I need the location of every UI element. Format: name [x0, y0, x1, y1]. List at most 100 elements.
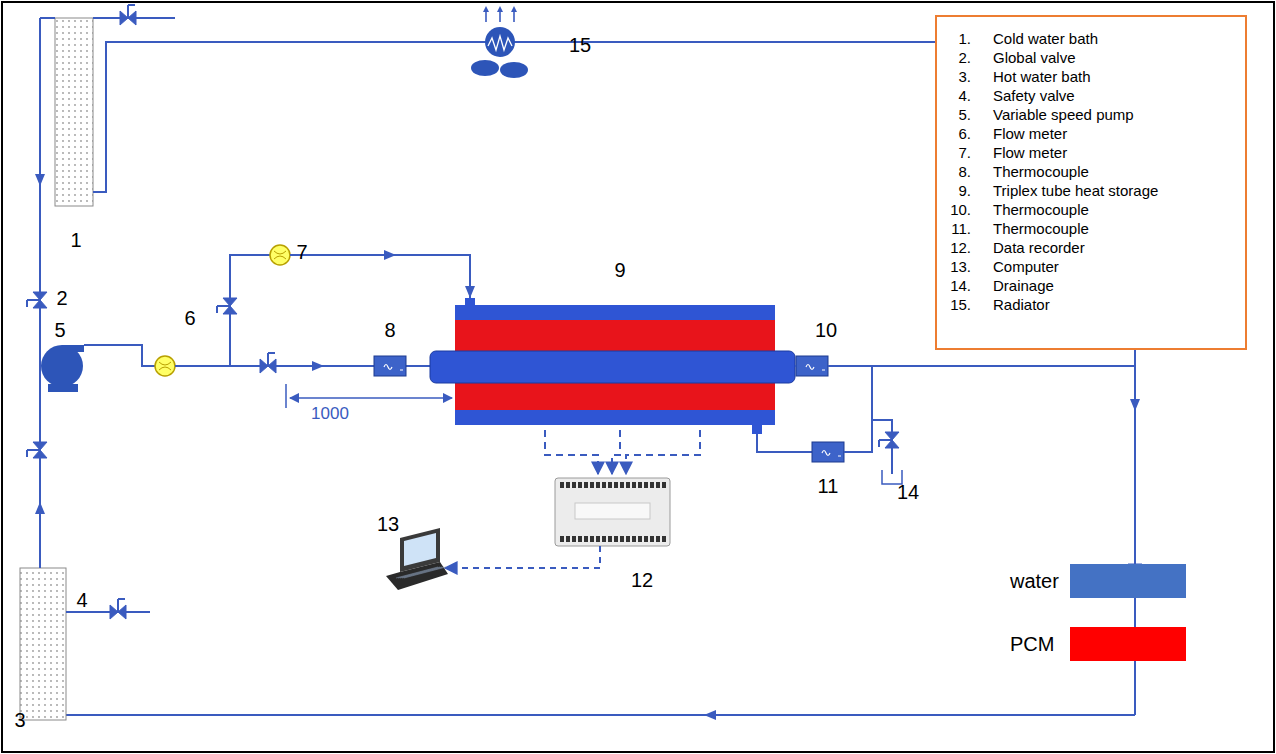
water-bath	[20, 568, 66, 720]
thermocouple-symbol	[796, 356, 828, 376]
dimension: 1000	[311, 403, 349, 425]
callout-number: 4	[76, 589, 87, 611]
key-row: 6.Flow meter	[945, 124, 1237, 143]
key-row: 10.Thermocouple	[945, 200, 1237, 219]
flow-arrow	[704, 710, 716, 720]
radiator-symbol	[471, 6, 528, 78]
key-number: 7.	[945, 143, 993, 162]
key-text: Global valve	[993, 48, 1076, 67]
thermocouple-symbol	[374, 356, 406, 376]
callout-number: 14	[897, 481, 919, 503]
flow-meter-symbol	[155, 356, 175, 376]
flow-arrow	[384, 250, 396, 260]
key-text: Flow meter	[993, 143, 1067, 162]
key-number: 1.	[945, 29, 993, 48]
legend-item: PCM	[1010, 627, 1186, 661]
key-number: 13.	[945, 257, 993, 276]
key-row: 11.Thermocouple	[945, 219, 1237, 238]
sensor-lead	[626, 430, 700, 474]
key-text: Variable speed pump	[993, 105, 1134, 124]
key-text: Drainage	[993, 276, 1054, 295]
sensor-lead	[545, 430, 598, 474]
sensor-lead	[612, 430, 620, 474]
key-number: 8.	[945, 162, 993, 181]
pipe	[230, 255, 270, 366]
key-text: Thermocouple	[993, 219, 1089, 238]
key-number: 9.	[945, 181, 993, 200]
flow-arrow	[1130, 399, 1140, 411]
callout-number: 5	[54, 319, 65, 341]
laptop-symbol	[386, 528, 448, 590]
jacket-outlet-pipe	[757, 434, 812, 452]
triplex-tube	[430, 298, 795, 434]
flow-arrow	[35, 502, 45, 514]
callout-number: 11	[818, 475, 839, 497]
key-row: 14.Drainage	[945, 276, 1237, 295]
return-pipe	[66, 714, 1135, 716]
key-number: 14.	[945, 276, 993, 295]
water-bath	[55, 18, 93, 206]
data-recorder-symbol	[555, 478, 670, 546]
valve-symbol	[120, 5, 136, 25]
key-text: Thermocouple	[993, 162, 1089, 181]
outlet-pipe	[828, 365, 1135, 367]
valve-symbol	[27, 442, 47, 458]
valve-symbol	[260, 353, 276, 373]
pipe	[290, 255, 470, 301]
key-number: 10.	[945, 200, 993, 219]
key-row: 13.Computer	[945, 257, 1237, 276]
dimension-line	[285, 384, 287, 408]
flow-arrow	[35, 174, 45, 186]
key-row: 8.Thermocouple	[945, 162, 1237, 181]
key-row: 2.Global valve	[945, 48, 1237, 67]
pipe	[795, 365, 796, 367]
key-number: 15.	[945, 295, 993, 314]
legend-text: water	[1010, 570, 1070, 593]
thermocouple-symbol	[812, 442, 844, 462]
callout-number: 7	[296, 241, 307, 263]
flow-arrow	[465, 286, 475, 298]
legend-swatch	[1070, 627, 1186, 661]
callout-number: 1	[70, 229, 81, 251]
key-number: 4.	[945, 86, 993, 105]
key-text: Flow meter	[993, 124, 1067, 143]
legend-swatch	[1070, 564, 1186, 598]
valve-symbol	[27, 292, 47, 308]
pipe	[844, 366, 872, 452]
key-number: 2.	[945, 48, 993, 67]
pipe	[84, 345, 155, 366]
callout-number: 6	[184, 307, 195, 329]
legend-text: PCM	[1010, 633, 1070, 656]
data-link	[445, 546, 600, 568]
flow-arrow	[312, 361, 324, 371]
legend-item: water	[1010, 564, 1186, 598]
key-row: 4.Safety valve	[945, 86, 1237, 105]
key-text: Triplex tube heat storage	[993, 181, 1158, 200]
pipe	[40, 17, 55, 19]
callout-number: 10	[815, 319, 837, 341]
flow-meter-symbol	[270, 245, 290, 265]
key-text: Safety valve	[993, 86, 1075, 105]
safety-pipe	[66, 611, 150, 613]
dimension-line	[290, 397, 452, 399]
key-text: Thermocouple	[993, 200, 1089, 219]
pump-symbol	[41, 345, 84, 392]
key-row: 5.Variable speed pump	[945, 105, 1237, 124]
callout-number: 13	[377, 513, 399, 535]
key-number: 11.	[945, 219, 993, 238]
callout-number: 8	[384, 319, 395, 341]
key-text: Data recorder	[993, 238, 1085, 257]
key-text: Radiator	[993, 295, 1050, 314]
valve-symbol	[879, 432, 899, 448]
key-box: 1.Cold water bath2.Global valve3.Hot wat…	[935, 15, 1247, 350]
key-row: 7.Flow meter	[945, 143, 1237, 162]
key-text: Cold water bath	[993, 29, 1098, 48]
callout-number: 9	[614, 259, 625, 281]
key-text: Computer	[993, 257, 1059, 276]
valve-symbol	[110, 599, 126, 619]
key-row: 15.Radiator	[945, 295, 1237, 314]
key-number: 3.	[945, 67, 993, 86]
key-text: Hot water bath	[993, 67, 1091, 86]
valve-symbol	[217, 298, 237, 314]
